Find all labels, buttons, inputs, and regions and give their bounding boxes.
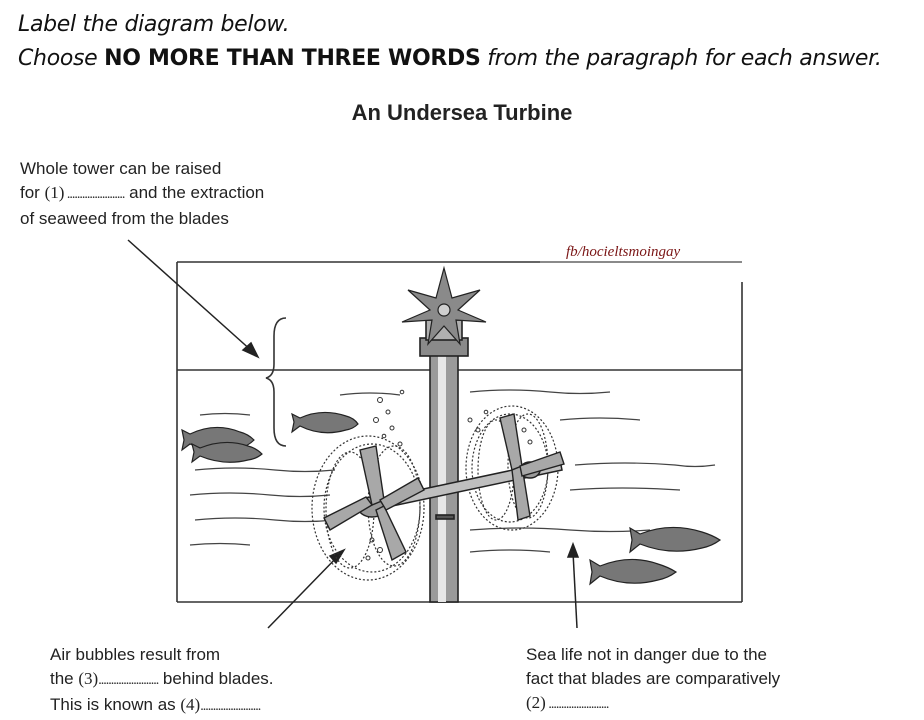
instruction-text: from the paragraph for each answer. xyxy=(480,46,882,71)
answer-blank-1: ....................... xyxy=(64,187,126,202)
tank xyxy=(176,261,743,603)
instruction-text: Choose xyxy=(18,46,105,71)
right-turbine-blades xyxy=(499,413,565,521)
current-lines xyxy=(189,389,716,553)
sealife-label-line-2: fact that blades are comparatively xyxy=(526,669,781,688)
label-text: the xyxy=(50,669,79,688)
sealife-label-line-1: Sea life not in danger due to the xyxy=(526,645,768,664)
label-text: for xyxy=(20,183,45,202)
tower-label-line-3: of seaweed from the blades xyxy=(20,209,229,228)
tower-label: Whole tower can be raised for (1) ......… xyxy=(20,157,264,231)
watermark-credit: fb/hocieltsmoingay xyxy=(566,244,681,260)
tower-top-star xyxy=(401,265,487,346)
label-arrows xyxy=(127,239,580,629)
bubbles-label-line-1: Air bubbles result from xyxy=(50,645,221,664)
left-turbine-blades xyxy=(323,445,425,562)
instruction-line-2: Choose NO MORE THAN THREE WORDS from the… xyxy=(18,46,882,71)
sealife-label: Sea life not in danger due to the fact t… xyxy=(526,643,780,717)
diagram-title: An Undersea Turbine xyxy=(351,100,573,125)
label-text: and the extraction xyxy=(124,183,265,202)
answer-blank-3: ........................ xyxy=(98,673,159,688)
label-text: This is known as xyxy=(50,695,181,714)
bubbles-label: Air bubbles result from the (3).........… xyxy=(50,643,274,719)
height-bracket xyxy=(265,317,287,447)
tower-label-line-1: Whole tower can be raised xyxy=(20,159,222,178)
question-number-1: (1) xyxy=(44,183,65,202)
question-number-2: (2) xyxy=(526,693,546,712)
fish xyxy=(181,411,722,586)
sealife-label-line-3: (2) ........................ xyxy=(526,691,780,717)
instruction-line-1: Label the diagram below. xyxy=(18,12,290,37)
tower-label-line-2: for (1) ....................... and the … xyxy=(20,181,264,207)
question-number-4: (4) xyxy=(180,695,201,714)
air-bubbles xyxy=(365,389,533,561)
question-number-3: (3) xyxy=(78,669,99,688)
answer-blank-2: ........................ xyxy=(545,697,609,712)
answer-blank-4: ........................ xyxy=(200,699,261,714)
bubbles-label-line-2: the (3)........................ behind b… xyxy=(50,667,274,693)
tower xyxy=(419,319,469,603)
bubbles-label-line-3: This is known as (4)....................… xyxy=(50,693,274,719)
word-limit: NO MORE THAN THREE WORDS xyxy=(104,46,481,71)
label-text: behind blades. xyxy=(158,669,274,688)
